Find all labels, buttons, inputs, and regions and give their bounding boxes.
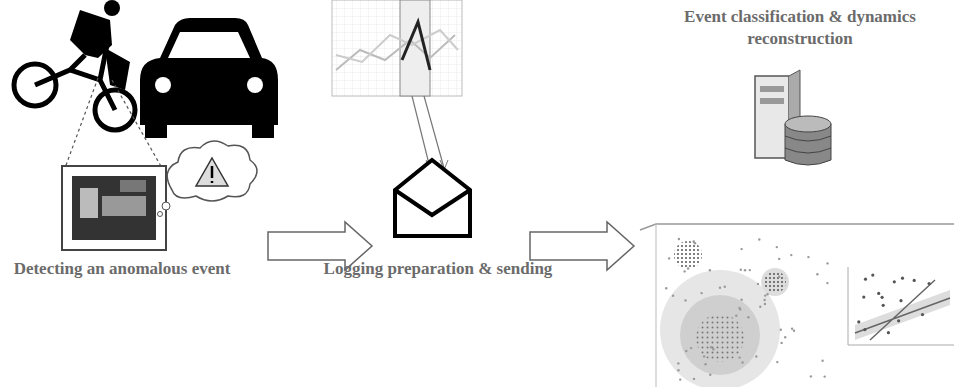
stage-caption: Detecting an anomalous event (12, 258, 232, 280)
stage-caption: Event classification & dynamics reconstr… (650, 6, 950, 50)
stage-caption: Logging preparation & sending (318, 258, 558, 280)
